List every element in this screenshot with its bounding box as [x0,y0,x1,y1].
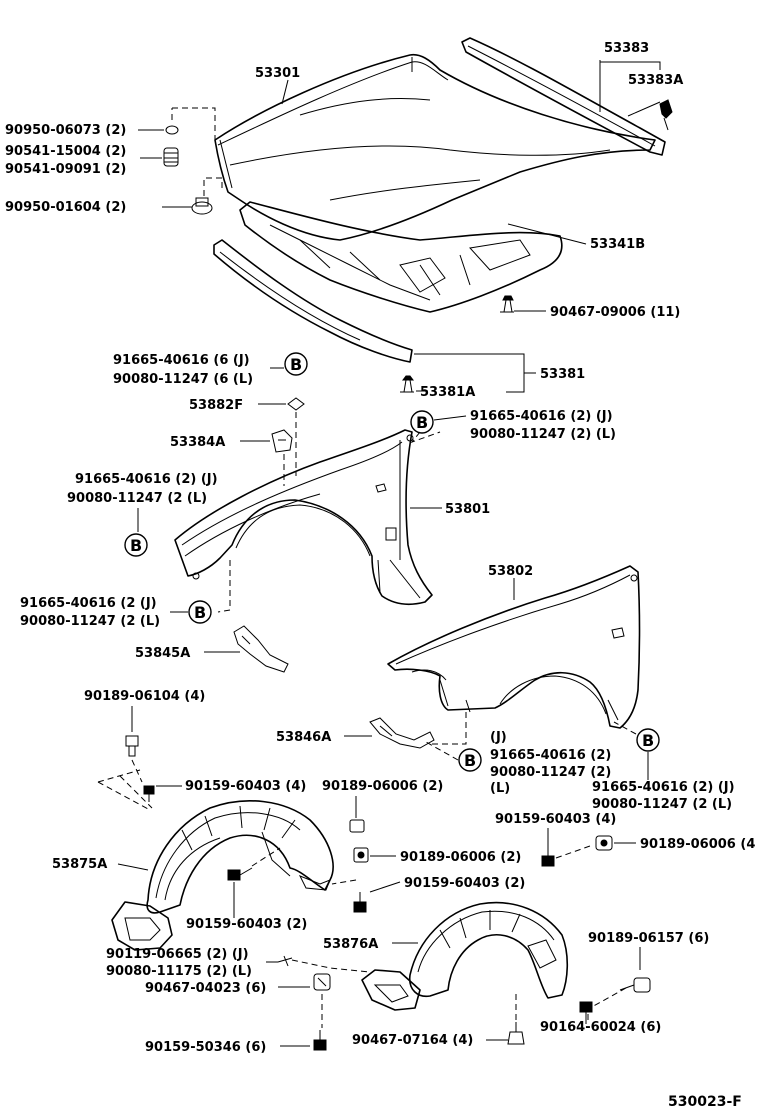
hood-rear-seal [461,37,666,156]
label-cushion-15004: 90541-15004 (2) [5,144,126,159]
label-clip-07164: 90467-07164 (4) [352,1033,473,1048]
push-clip-icon [500,295,514,313]
label-seal-upper-a: 53383A [628,73,683,88]
fender-lh [387,565,641,729]
label-cushion-73: 90950-06073 (2) [5,123,126,138]
label-bolt-b3-j: 91665-40616 (2) (J) [75,472,218,487]
nut-06006-a-icon [349,819,365,833]
bolt-06665-icon [277,955,293,967]
screw-60024-icon [579,1001,593,1024]
svg-text:B: B [642,731,654,750]
bolt-60403-a-icon [143,785,155,802]
bracket-845a-icon [233,625,289,673]
label-bolt-b5-j: (J) [490,730,507,745]
label-bolt-b1-j: 91665-40616 (6 (J) [113,353,250,368]
seal-clip-icon [659,99,673,131]
fender-liner-rh [111,800,334,951]
label-liner-rh: 53875A [52,857,107,872]
fender-liner-lh [361,901,569,1011]
svg-text:B: B [464,751,476,770]
label-bolt-06006-a: 90189-06006 (2) [322,779,443,794]
label-bolt-b4-j: 91665-40616 (2 (J) [20,596,157,611]
label-seal-upper: 53383 [604,41,649,56]
clip-07164-icon [507,1022,525,1045]
label-bolt-60403-a: 90159-60403 (4) [185,779,306,794]
clip-04023-icon [313,973,331,991]
label-bolt-b5-l: (L) [490,781,510,796]
label-bolt-b5-j-num: 91665-40616 (2) [490,748,611,763]
label-seal-front-a: 53381A [420,385,475,400]
bolt-06157-icon [619,977,651,993]
label-bracket-845a: 53845A [135,646,190,661]
label-bolt-60403-b: 90159-60403 (4) [495,812,616,827]
label-bolt-06665-j: 90119-06665 (2) (J) [106,947,249,962]
label-bolt-b4-l: 90080-11247 (2 (L) [20,614,160,629]
callout-b5: B [458,748,482,772]
svg-text:B: B [194,603,206,622]
label-bolt-b2-j: 91665-40616 (2) (J) [470,409,613,424]
svg-text:B: B [416,413,428,432]
nut-06006-b-icon [595,835,613,851]
label-bolt-11175-l: 90080-11175 (2) (L) [106,964,252,979]
label-screw-60024: 90164-60024 (6) [540,1020,661,1035]
label-fender-rh: 53801 [445,502,490,517]
callout-b2: B [410,410,434,434]
label-bolt-b2-l: 90080-11247 (2) (L) [470,427,616,442]
bolt-60403-c-icon [353,892,367,913]
cushion-stop-icon [191,197,213,215]
label-fender-lh: 53802 [488,564,533,579]
label-clip-09006: 90467-09006 (11) [550,305,680,320]
label-bolt-b5-l-num: 90080-11247 (2) [490,765,611,780]
label-insulator: 53341B [590,237,645,252]
cushion-rubber-icon [163,147,179,167]
label-seal-front: 53381 [540,367,585,382]
pad-icon [287,397,305,411]
label-pad-882f: 53882F [189,398,243,413]
nut-06006-c-icon [353,847,369,863]
label-cushion-09091: 90541-09091 (2) [5,162,126,177]
callout-b3: B [124,533,148,557]
label-bolt-06104: 90189-06104 (4) [84,689,205,704]
bolt-06104-icon [125,735,139,757]
label-bolt-06006-c: 90189-06006 (2) [400,850,521,865]
callout-b6: B [636,728,660,752]
bracket-384a-icon [271,429,293,453]
label-bolt-50346: 90159-50346 (6) [145,1040,266,1055]
label-bolt-b3-l: 90080-11247 (2 (L) [67,491,207,506]
diagram-id: 530023-F [668,1094,742,1110]
seal-front-clip-icon [400,375,414,393]
hood-insulator [239,201,563,313]
bolt-50346-icon [313,1030,327,1051]
callout-b1: B [284,352,308,376]
label-liner-lh: 53876A [323,937,378,952]
label-bolt-06157: 90189-06157 (6) [588,931,709,946]
hood-panel [214,53,656,241]
label-bracket-384a: 53384A [170,435,225,450]
callout-b4: B [188,600,212,624]
label-bolt-b6-l: 90080-11247 (2 (L) [592,797,732,812]
hood-front-seal [213,239,413,363]
label-bolt-b6-j: 91665-40616 (2) (J) [592,780,735,795]
svg-text:B: B [290,355,302,374]
label-bolt-b1-l: 90080-11247 (6 (L) [113,372,253,387]
svg-text:B: B [130,536,142,555]
label-cushion-01604: 90950-01604 (2) [5,200,126,215]
label-bolt-60403-c: 90159-60403 (2) [404,876,525,891]
cushion-ring-icon [165,125,179,135]
bolt-60403-b-icon [541,848,555,867]
label-clip-04023: 90467-04023 (6) [145,981,266,996]
label-bracket-846a: 53846A [276,730,331,745]
label-hood: 53301 [255,66,300,81]
bracket-846a-icon [369,717,435,749]
fender-rh [174,429,433,606]
label-bolt-60403-d: 90159-60403 (2) [186,917,307,932]
label-bolt-06006-b: 90189-06006 (4 [640,837,755,852]
bolt-60403-d-icon [227,867,253,881]
